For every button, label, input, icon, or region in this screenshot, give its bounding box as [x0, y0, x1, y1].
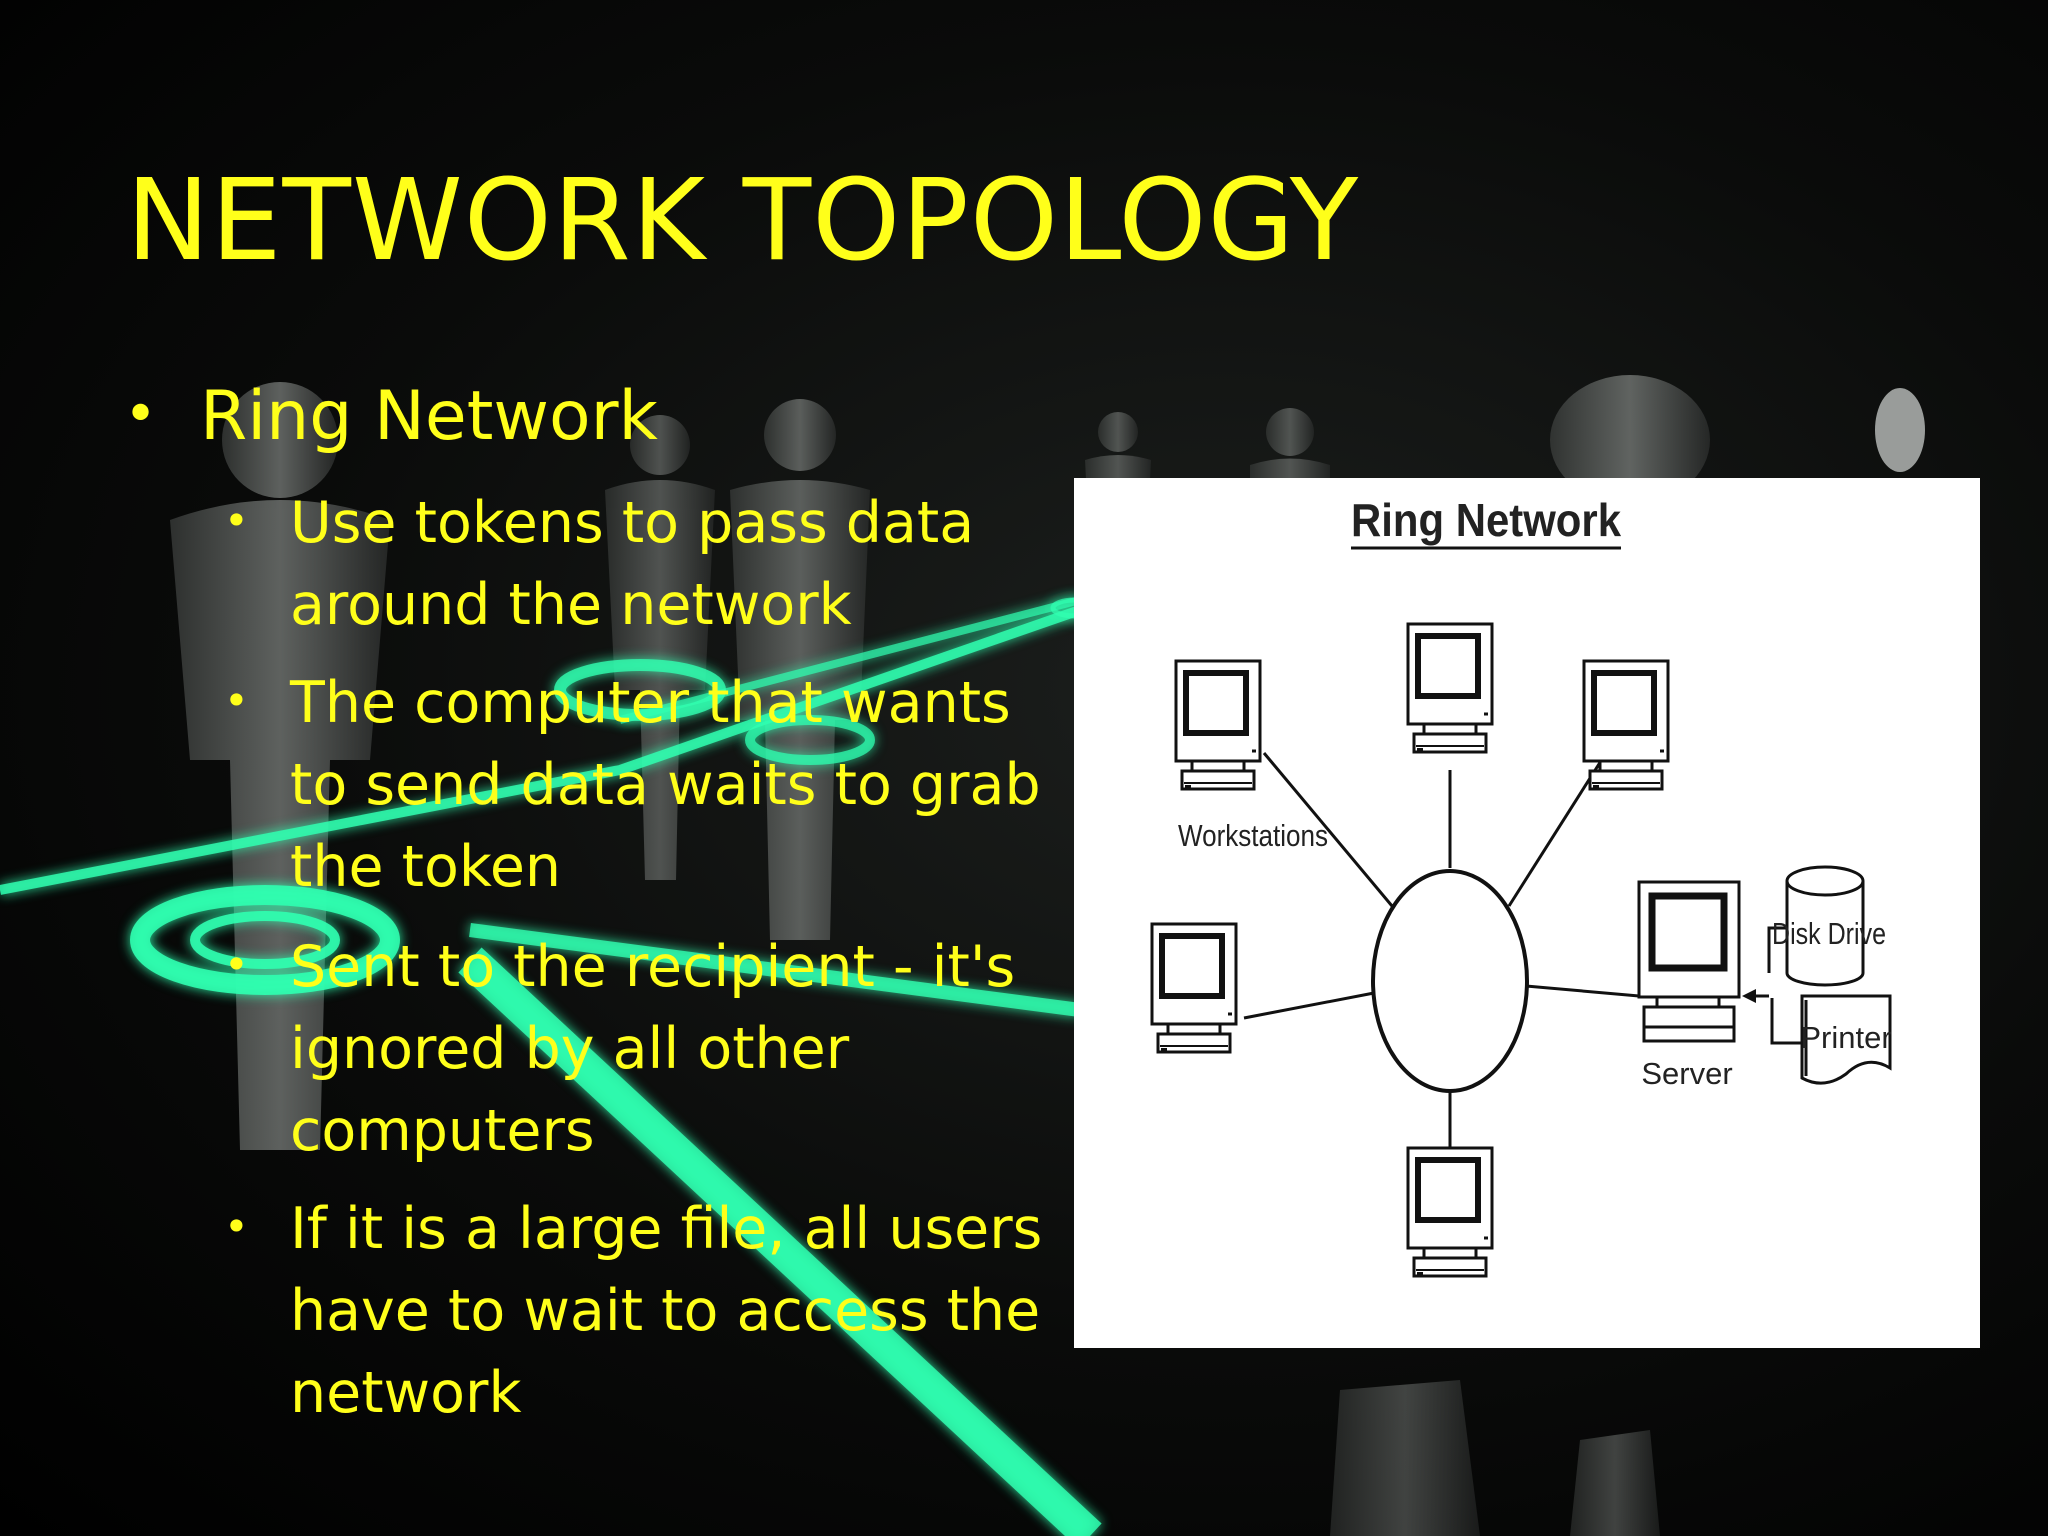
sub-bullet-dot: •: [224, 496, 249, 545]
sub-bullet-line: computers: [290, 1098, 595, 1164]
figure-back-1: [1085, 412, 1151, 480]
sub-bullet-line: Use tokens to pass data: [290, 490, 975, 556]
sub-bullet-line: around the network: [290, 572, 852, 638]
bullet-dot: •: [124, 382, 158, 447]
sub-bullet-line: have to wait to access the: [290, 1278, 1041, 1344]
workstation-top-right-icon: [1584, 661, 1668, 789]
workstation-left-icon: [1152, 924, 1236, 1052]
arrow-icon: [1742, 989, 1756, 1003]
sub-bullet-line: If it is a large file, all users: [290, 1196, 1043, 1262]
figure-right-head: [1550, 375, 1925, 505]
label-printer: Printer: [1800, 1020, 1891, 1055]
diagram-title: Ring Network: [1351, 494, 1621, 546]
sub-bullet-dot: •: [224, 1202, 249, 1251]
sub-bullet-line: The computer that wants: [290, 670, 1011, 736]
glow-lines: [0, 596, 1102, 1536]
workstation-top-left-icon: [1176, 661, 1260, 789]
figure-left: [170, 382, 390, 1150]
slide-title: NETWORK TOPOLOGY: [126, 156, 1360, 286]
workstation-bottom-icon: [1408, 1148, 1492, 1276]
sub-bullet-dot: •: [224, 940, 249, 989]
workstation-top-icon: [1408, 624, 1492, 752]
figure-back-2: [1250, 408, 1330, 480]
disk-drive-icon: [1785, 865, 1865, 987]
ring-node: [1371, 869, 1529, 1093]
sub-bullet-dot: •: [224, 676, 249, 725]
sub-bullet-line: network: [290, 1360, 522, 1426]
figure-bottom-right: [1330, 1380, 1660, 1536]
sub-bullet-recipient: Sent to the recipient - it's ignored by …: [290, 926, 1050, 1172]
sub-bullet-line: Sent to the recipient - it's: [290, 934, 1016, 1000]
sub-bullet-line: to send data waits to grab: [290, 752, 1041, 818]
ring-network-diagram: Ring Network: [1074, 478, 1980, 1348]
glow-rings: [130, 597, 1100, 995]
sub-bullet-wait: The computer that wants to send data wai…: [290, 662, 1050, 908]
server-icon: [1637, 880, 1741, 1043]
bullet-ring-network: Ring Network: [200, 377, 658, 456]
sub-bullet-line: the token: [290, 834, 562, 900]
sub-bullet-line: ignored by all other: [290, 1016, 850, 1082]
printer-icon: [1800, 994, 1892, 1085]
label-server: Server: [1641, 1056, 1732, 1091]
figure-small: [605, 415, 715, 880]
sub-bullet-tokens: Use tokens to pass data around the netwo…: [290, 482, 1050, 646]
sub-bullet-large-file: If it is a large file, all users have to…: [290, 1188, 1050, 1434]
label-disk-drive: Disk Drive: [1772, 916, 1886, 951]
label-workstations: Workstations: [1178, 818, 1328, 853]
